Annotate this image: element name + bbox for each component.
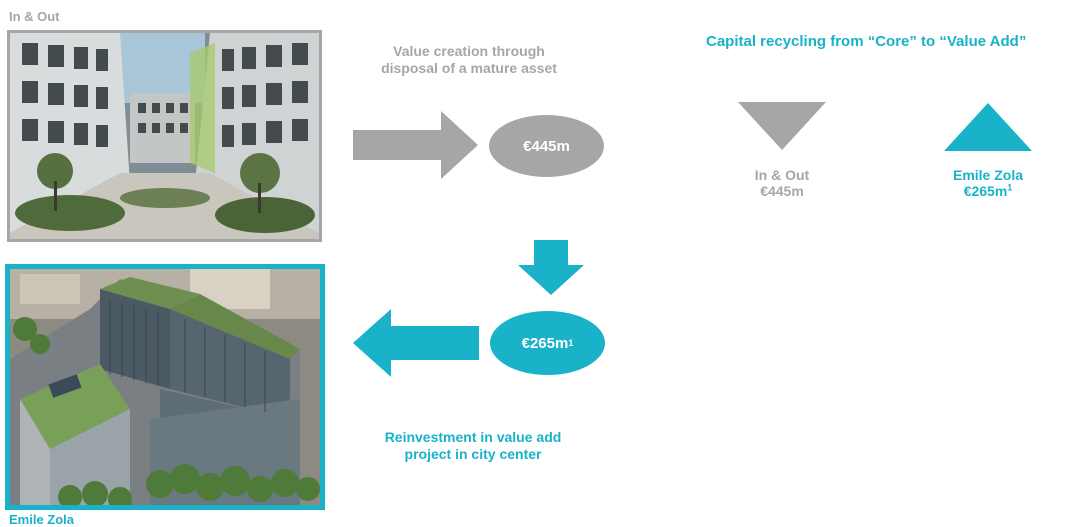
arrow-down-icon xyxy=(518,240,584,295)
bottom-caption-line-1: Reinvestment in value add xyxy=(384,429,562,445)
arrow-right-icon xyxy=(353,111,478,179)
outflow-name: In & Out xyxy=(754,167,810,183)
emile-zola-photo xyxy=(5,264,325,510)
arrow-left-icon xyxy=(353,309,479,377)
outflow-label: In & Out €445m xyxy=(730,167,834,199)
inflow-label: Emile Zola €265m1 xyxy=(936,167,1040,199)
bottom-photo-label: Emile Zola xyxy=(9,512,75,527)
triangle-up-icon xyxy=(944,103,1032,151)
top-photo-label: In & Out xyxy=(9,9,60,24)
triangle-down-icon xyxy=(738,102,826,150)
top-caption-line-1: Value creation through xyxy=(393,43,545,59)
top-flow-caption: Value creation through disposal of a mat… xyxy=(356,43,582,77)
reinvestment-value: €265m xyxy=(521,334,569,352)
disposal-value-ellipse: €445m xyxy=(489,115,604,177)
in-and-out-photo xyxy=(7,30,322,242)
inflow-name: Emile Zola xyxy=(952,167,1024,183)
inflow-footnote: 1 xyxy=(1007,182,1013,193)
inflow-value: €265m xyxy=(963,183,1008,199)
capital-recycling-title: Capital recycling from “Core” to “Value … xyxy=(706,33,1027,50)
outflow-value: €445m xyxy=(760,183,804,199)
bottom-flow-caption: Reinvestment in value add project in cit… xyxy=(358,429,588,463)
bottom-caption-line-2: project in city center xyxy=(404,446,542,462)
top-caption-line-2: disposal of a mature asset xyxy=(381,60,557,76)
disposal-value: €445m xyxy=(523,137,570,155)
